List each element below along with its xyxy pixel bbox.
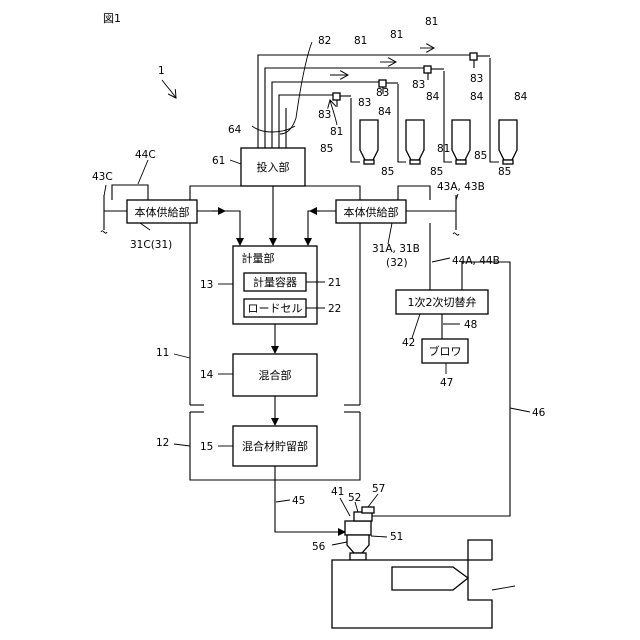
ref-41: 41 (331, 486, 344, 498)
ref-85-a: 85 (320, 143, 333, 155)
ref-84-c: 84 (470, 91, 484, 103)
leader-57 (368, 494, 378, 507)
leader-46 (510, 408, 530, 412)
ref-85-c: 85 (430, 166, 443, 178)
ref-64: 64 (228, 124, 242, 136)
left-supply-to-weigh-arrow (197, 211, 240, 245)
system-ref-1-leader (162, 80, 176, 98)
ref-84-a: 84 (378, 106, 392, 118)
ref-85-b: 85 (381, 166, 394, 178)
leader-44ab (432, 258, 450, 262)
ref-81-b: 81 (390, 29, 403, 41)
leader-61 (230, 160, 241, 164)
ref-43c: 43C (92, 171, 113, 183)
ref-44ab: 44A, 44B (452, 255, 500, 267)
ref-51: 51 (390, 531, 403, 543)
ref-61: 61 (212, 155, 225, 167)
ref-44c: 44C (135, 149, 156, 161)
ref-15: 15 (200, 441, 213, 453)
mixing-unit-label: 混合部 (259, 368, 292, 382)
blower-label: ブロワ (429, 344, 462, 358)
supply-unit-right-label: 本体供給部 (344, 205, 399, 219)
intake-43ab-wave (453, 233, 459, 235)
ref-11: 11 (156, 347, 169, 359)
leader-2 (492, 586, 515, 590)
ref-31ab: 31A, 31B (372, 243, 420, 255)
leader-44c (138, 160, 148, 184)
ref-85-d: 85 (474, 150, 487, 162)
ref-85-e: 85 (498, 166, 511, 178)
valves-83 (333, 53, 490, 100)
leader-12 (174, 444, 190, 446)
supply-unit-left-label: 本体供給部 (135, 205, 190, 219)
ref-81-d: 81 (330, 126, 343, 138)
bundle-brace-82 (280, 42, 312, 134)
ref-22: 22 (328, 303, 341, 315)
ref-83-c: 83 (376, 87, 389, 99)
ref-12: 12 (156, 437, 169, 449)
switch-valve-label: 1次2次切替弁 (408, 295, 477, 309)
ref-81-e: 81 (437, 143, 450, 155)
ref-84-b: 84 (426, 91, 440, 103)
leader-45 (276, 500, 290, 502)
system-ref-1: 1 (158, 65, 165, 77)
weighing-unit-label: 計量部 (242, 251, 275, 265)
weighing-container-label: 計量容器 (253, 275, 297, 289)
ref-45: 45 (292, 495, 305, 507)
hoppers (360, 120, 517, 164)
leader-43c (104, 185, 106, 196)
intake-43c-wave (101, 231, 107, 233)
load-cell-label: ロードセル (248, 302, 303, 315)
left-supply-to-charge (190, 186, 241, 200)
leader-31ab (388, 223, 392, 244)
ref-83-b: 83 (412, 79, 425, 91)
leader-11 (174, 354, 190, 358)
mixed-storage-label: 混合材貯留部 (242, 439, 308, 453)
ref-21: 21 (328, 277, 341, 289)
ref-81-c: 81 (354, 35, 367, 47)
right-supply-to-weigh-arrow (308, 211, 336, 245)
charging-unit-label: 投入部 (257, 160, 290, 174)
ref-47: 47 (440, 377, 453, 389)
ref-83-a: 83 (470, 73, 483, 85)
ref-46: 46 (532, 407, 546, 419)
ref-42: 42 (402, 337, 415, 349)
leader-42 (412, 314, 420, 338)
ref-14: 14 (200, 369, 214, 381)
ref-43ab: 43A, 43B (437, 181, 485, 193)
ref-84-d: 84 (514, 91, 528, 103)
ref-83-d: 83 (358, 97, 371, 109)
leader-31c (140, 223, 150, 230)
pipe-45 (275, 466, 345, 532)
ref-82: 82 (318, 35, 331, 47)
ref-56: 56 (312, 541, 326, 553)
ref-57: 57 (372, 483, 385, 495)
figure-label: 図1 (103, 12, 121, 25)
ref-83-e: 83 (318, 109, 331, 121)
right-supply-to-charge (305, 186, 360, 200)
leader-51 (371, 536, 387, 537)
line-44ab-top (398, 186, 430, 200)
ref-52: 52 (348, 492, 361, 504)
ref-13: 13 (200, 279, 213, 291)
leader-56 (332, 542, 347, 545)
ref-48: 48 (464, 319, 477, 331)
ref-81-a: 81 (425, 16, 438, 28)
line-44c (112, 185, 148, 200)
ref-31c: 31C(31) (130, 239, 172, 251)
ref-32: (32) (386, 257, 408, 269)
